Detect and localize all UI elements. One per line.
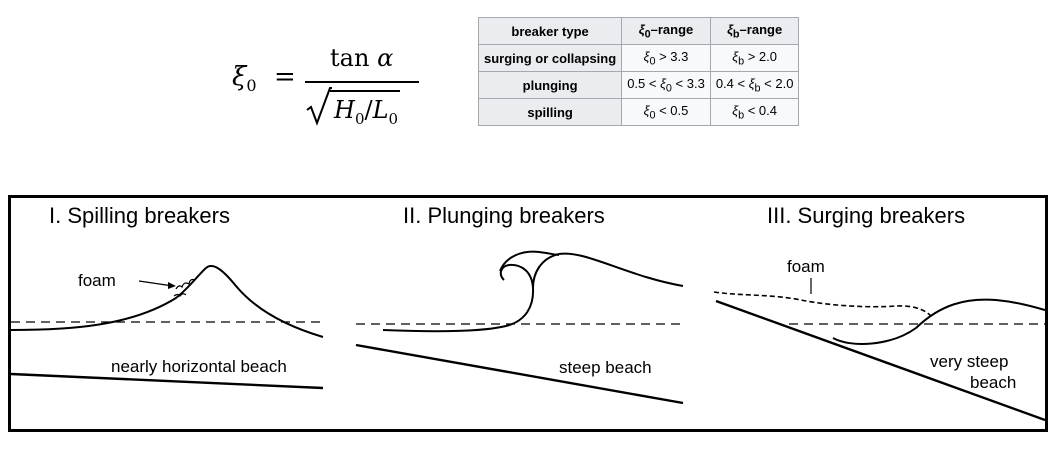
slash: / <box>364 96 373 124</box>
fraction-bar <box>305 81 419 83</box>
row-xi0: ξ0 > 3.3 <box>621 44 711 72</box>
l-subscript: 0 <box>388 109 399 128</box>
surging-panel: III. Surging breakers foam very steep be… <box>713 203 1045 422</box>
row-type: plunging <box>477 71 623 99</box>
spilling-panel: I. Spilling breakers foam nearly horizon… <box>11 203 324 390</box>
beach-line <box>715 299 1045 422</box>
h-subscript: 0 <box>354 109 365 128</box>
formula-numerator: tan α <box>330 44 393 72</box>
square-root-icon <box>306 87 332 126</box>
plunging-title: II. Plunging breakers <box>403 203 605 228</box>
breaker-diagram-panel: I. Spilling breakers foam nearly horizon… <box>8 195 1048 432</box>
steep-beach-label: steep beach <box>559 358 652 377</box>
table-row: spilling ξ0 < 0.5 ξb < 0.4 <box>477 98 800 126</box>
foam-mark-icon <box>173 278 196 298</box>
row-type: surging or collapsing <box>477 44 623 72</box>
very-steep-label: very steep <box>930 352 1008 371</box>
radicand: H0/L0 <box>330 90 401 128</box>
spilling-title: I. Spilling breakers <box>49 203 230 228</box>
beach-line <box>11 372 324 390</box>
breaker-diagram: I. Spilling breakers foam nearly horizon… <box>11 203 1045 422</box>
row-xib: 0.4 < ξb < 2.0 <box>709 71 800 99</box>
equals-sign: = <box>274 62 296 92</box>
plunging-wave-crest <box>499 250 560 272</box>
header-breaker-type: breaker type <box>477 17 623 45</box>
tan-function: tan <box>330 44 370 72</box>
foam-label: foam <box>78 271 116 290</box>
header-xib-range: ξb–range <box>709 17 800 45</box>
row-xi0: 0.5 < ξ0 < 3.3 <box>621 71 711 99</box>
row-xi0: ξ0 < 0.5 <box>621 98 711 126</box>
row-xib: ξb < 0.4 <box>709 98 800 126</box>
alpha-var: α <box>377 44 394 72</box>
beach-line <box>355 343 684 405</box>
table-row: surging or collapsing ξ0 > 3.3 ξb > 2.0 <box>477 44 800 72</box>
foam-arrowhead-icon <box>168 282 176 289</box>
foam-arrow <box>138 280 174 287</box>
l-var: L <box>372 96 389 124</box>
plunging-panel: II. Plunging breakers steep beach <box>355 203 684 405</box>
row-xib: ξb > 2.0 <box>709 44 800 72</box>
surging-title: III. Surging breakers <box>767 203 965 228</box>
xi-symbol: ξ <box>232 62 247 92</box>
formula-lhs: ξ0 <box>232 62 257 95</box>
h-var: H <box>334 96 355 124</box>
beach-label: beach <box>970 373 1016 392</box>
row-type: spilling <box>477 98 623 126</box>
surging-wave-profile <box>832 298 1045 345</box>
foam-label: foam <box>787 257 825 276</box>
iribarren-formula: ξ0 = tan α H0/L0 <box>232 42 432 128</box>
spilling-wave-profile <box>11 265 324 338</box>
table-header-row: breaker type ξ0–range ξb–range <box>477 17 800 45</box>
breaker-type-table: breaker type ξ0–range ξb–range surging o… <box>477 17 800 126</box>
plunging-wave-back <box>532 252 684 289</box>
plunging-wave-lip <box>382 263 535 333</box>
table-row: plunging 0.5 < ξ0 < 3.3 0.4 < ξb < 2.0 <box>477 71 800 99</box>
xi-subscript: 0 <box>246 76 257 96</box>
nearly-horizontal-beach-label: nearly horizontal beach <box>111 357 287 376</box>
surging-foam-line <box>713 291 932 317</box>
header-xi0-range: ξ0–range <box>621 17 711 45</box>
